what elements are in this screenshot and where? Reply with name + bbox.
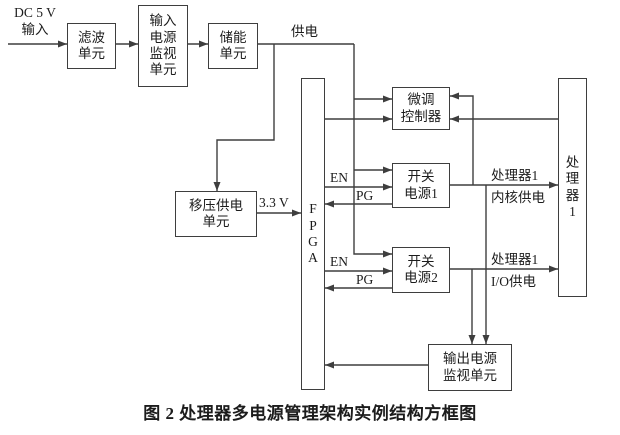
io-supply-label-line2: I/O供电 (491, 274, 536, 289)
filter-unit-label: 滤波 单元 (78, 29, 105, 61)
voltage-shift-supply-unit-box: 移压供电 单元 (175, 191, 257, 237)
trim-controller-label: 微调 控制器 (400, 92, 442, 124)
fpga-label: F P G A (308, 201, 318, 266)
voltage-3v3-label: 3.3 V (259, 195, 289, 210)
en1-label: EN (330, 170, 348, 185)
output-power-monitor-unit-label: 输出电源 监视单元 (443, 351, 497, 383)
switching-supply-2-label: 开关 电源2 (404, 253, 438, 285)
switching-supply-2-box: 开关 电源2 (392, 247, 450, 293)
pg2-label: PG (356, 272, 374, 287)
processor-1-label: 处 理 器 1 (565, 154, 580, 219)
trim-controller-box: 微调 控制器 (392, 87, 450, 130)
fpga-box: F P G A (301, 78, 325, 390)
output-power-monitor-unit-box: 输出电源 监视单元 (428, 344, 512, 391)
processor-1-box: 处 理 器 1 (558, 78, 587, 297)
input-power-monitor-unit-box: 输入 电源 监视 单元 (138, 5, 188, 87)
core-supply-label-line1: 处理器1 (491, 168, 539, 183)
switching-supply-1-label: 开关 电源1 (404, 169, 438, 201)
en2-label: EN (330, 254, 348, 269)
pg1-label: PG (356, 188, 374, 203)
figure-caption: 图 2 处理器多电源管理架构实例结构方框图 (143, 404, 477, 423)
switching-supply-1-box: 开关 电源1 (392, 163, 450, 208)
filter-unit-box: 滤波 单元 (67, 23, 116, 69)
io-supply-label-line1: 处理器1 (491, 252, 539, 267)
supply-label: 供电 (291, 24, 318, 39)
voltage-shift-supply-unit-label: 移压供电 单元 (189, 197, 243, 229)
core-supply-label-line2: 内核供电 (491, 190, 545, 205)
dc-input-label: DC 5 V 输入 (14, 5, 56, 37)
energy-storage-unit-label: 储能 单元 (219, 29, 247, 61)
input-power-monitor-unit-label: 输入 电源 监视 单元 (149, 13, 177, 78)
energy-storage-unit-box: 储能 单元 (208, 23, 258, 69)
